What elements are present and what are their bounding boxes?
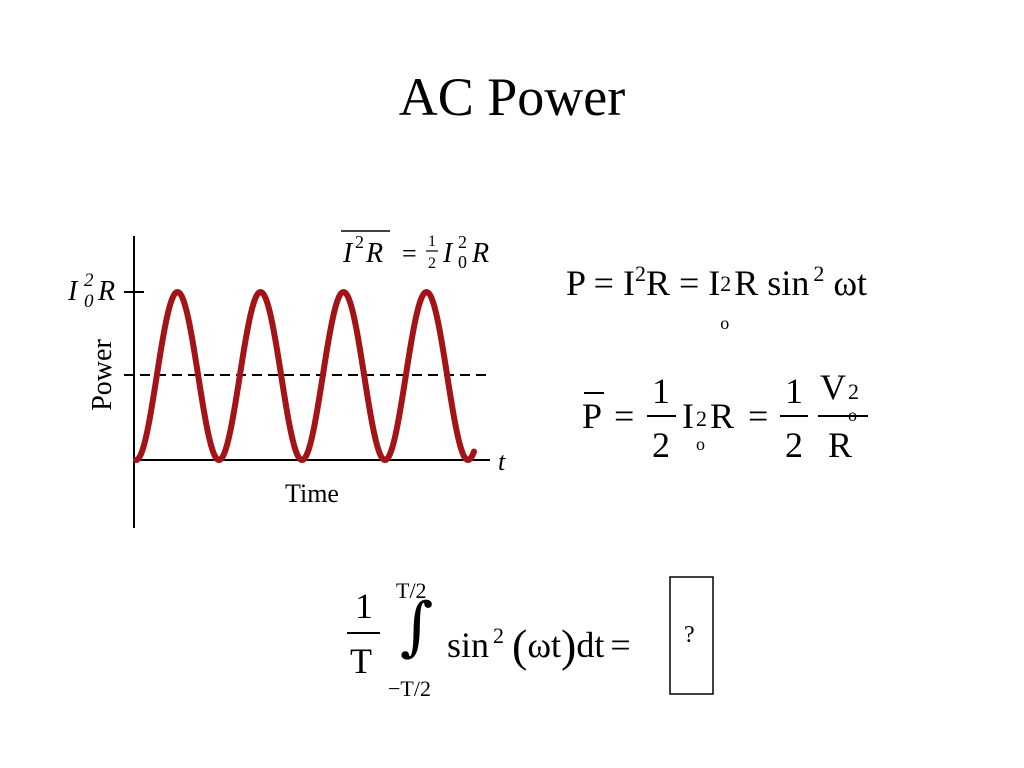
peak-label: I 2 0 R: [67, 270, 115, 312]
answer-placeholder: ?: [684, 622, 695, 648]
eq2-den-2: 2: [785, 425, 803, 465]
svg-text:0: 0: [84, 291, 94, 312]
x-axis-label: Time: [285, 479, 339, 508]
svg-text:I: I: [442, 238, 454, 269]
eq2-num-2: 1: [785, 371, 803, 411]
svg-text:R: R: [365, 238, 383, 269]
integral-sign: ∫: [400, 590, 434, 664]
svg-text:R: R: [471, 238, 489, 269]
eq2-frac-den: R: [828, 425, 853, 465]
svg-text:I: I: [342, 238, 354, 269]
integral-num: 1: [355, 586, 373, 626]
svg-text:2: 2: [84, 270, 94, 291]
slide-title: AC Power: [398, 67, 626, 127]
integral-upper-limit: T/2: [396, 578, 427, 603]
eq2-equals-2: =: [748, 396, 769, 436]
svg-text:2: 2: [355, 232, 364, 252]
svg-text:2: 2: [458, 232, 467, 252]
eq2-equals-1: =: [614, 396, 635, 436]
answer-box: [669, 576, 714, 695]
svg-text:I: I: [67, 276, 79, 307]
svg-text:2: 2: [428, 255, 436, 272]
p-bar: P: [582, 396, 603, 436]
integral-lower-limit: −T/2: [388, 676, 431, 701]
svg-text:0: 0: [458, 252, 467, 272]
power-curve: [133, 289, 477, 464]
integral-den: T: [350, 641, 372, 681]
svg-text:R: R: [97, 276, 115, 307]
average-label: I 2 R = 1 2 I 2 0 R: [341, 230, 489, 272]
eq2-den-1: 2: [652, 425, 670, 465]
svg-text:1: 1: [428, 233, 436, 250]
y-axis-label: Power: [87, 339, 118, 411]
t-symbol: t: [498, 447, 506, 476]
svg-text:=: =: [402, 239, 417, 268]
eq2-num-1: 1: [652, 371, 670, 411]
